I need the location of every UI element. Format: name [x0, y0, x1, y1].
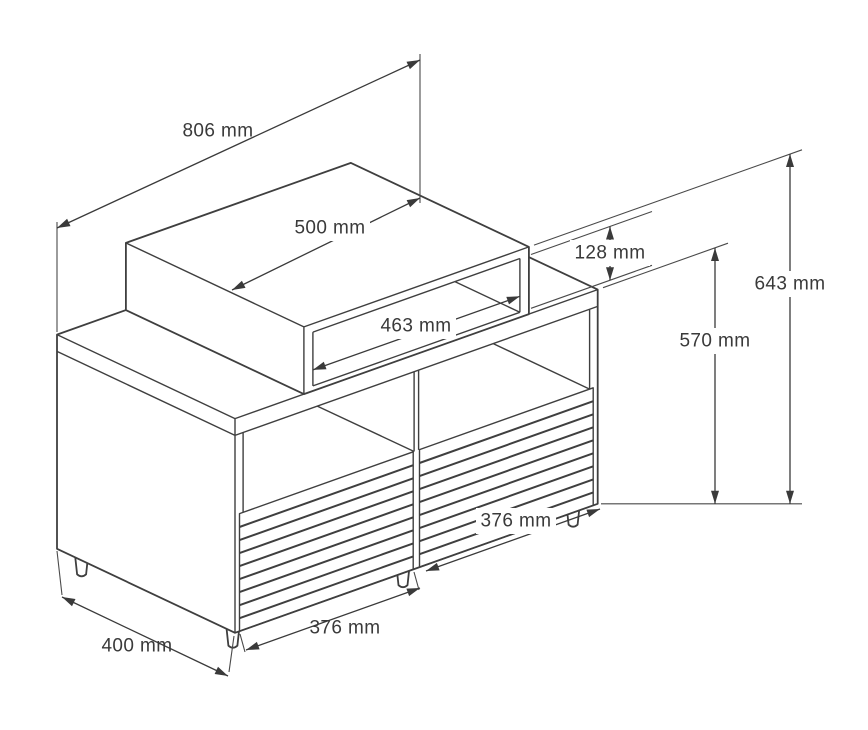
dim-label-463: 463 mm — [380, 316, 451, 337]
cabinet-legs — [73, 500, 581, 649]
dim-line-806 — [56, 59, 421, 229]
extension-lines — [56, 54, 803, 673]
dim-line-400 — [61, 596, 229, 677]
dim-label-bg-463 — [376, 313, 456, 339]
dim-label-400: 400 mm — [101, 636, 172, 657]
dim-line-376-right — [425, 508, 601, 572]
top-shelf-box-details — [125, 242, 530, 395]
dim-label-376-bottom: 376 mm — [309, 618, 380, 639]
dim-line-376-bottom — [245, 587, 421, 651]
dim-label-bg-500 — [290, 215, 370, 241]
dim-label-500: 500 mm — [294, 218, 365, 239]
dimension-annotations: 806 mm 500 mm 128 mm 643 mm 463 mm 570 m… — [56, 54, 830, 677]
dim-label-643: 643 mm — [754, 274, 825, 295]
dim-label-bg-643 — [750, 271, 830, 297]
dim-label-570: 570 mm — [679, 331, 750, 352]
dim-label-128: 128 mm — [574, 243, 645, 264]
dim-label-bg-128 — [570, 240, 650, 266]
dim-label-bg-376-right — [476, 508, 556, 534]
dim-line-500 — [231, 197, 421, 291]
dim-label-376-right: 376 mm — [480, 511, 551, 532]
dim-label-bg-570 — [675, 328, 755, 354]
dim-label-806: 806 mm — [182, 121, 253, 142]
